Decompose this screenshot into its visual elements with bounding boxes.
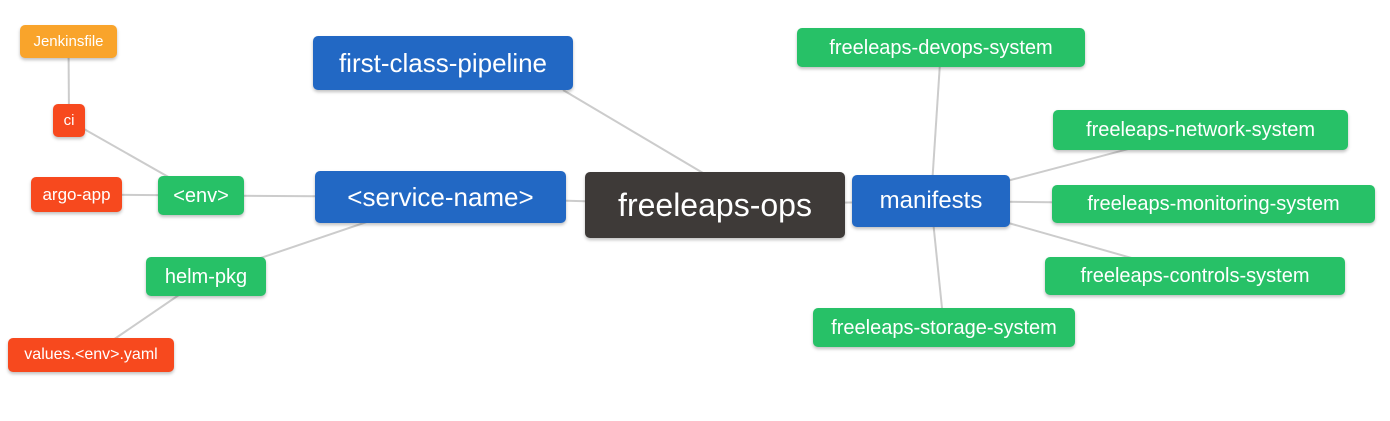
node-ci[interactable]: ci [53,104,85,137]
node-jenkinsfile[interactable]: Jenkinsfile [20,25,117,58]
node-controls-system[interactable]: freeleaps-controls-system [1045,257,1345,295]
edge-first-class-pipeline-to-freeleaps-ops [562,89,704,174]
node-devops-system[interactable]: freeleaps-devops-system [797,28,1085,67]
node-first-class-pipeline[interactable]: first-class-pipeline [313,36,573,90]
node-service-name[interactable]: <service-name> [315,171,566,223]
node-monitoring-system[interactable]: freeleaps-monitoring-system [1052,185,1375,223]
node-argo-app[interactable]: argo-app [31,177,122,212]
node-values-env-yaml[interactable]: values.<env>.yaml [8,338,174,372]
node-storage-system[interactable]: freeleaps-storage-system [813,308,1075,347]
node-freeleaps-ops[interactable]: freeleaps-ops [585,172,845,238]
node-manifests[interactable]: manifests [852,175,1010,227]
node-env[interactable]: <env> [158,176,244,215]
node-helm-pkg[interactable]: helm-pkg [146,257,266,296]
node-network-system[interactable]: freeleaps-network-system [1053,110,1348,150]
